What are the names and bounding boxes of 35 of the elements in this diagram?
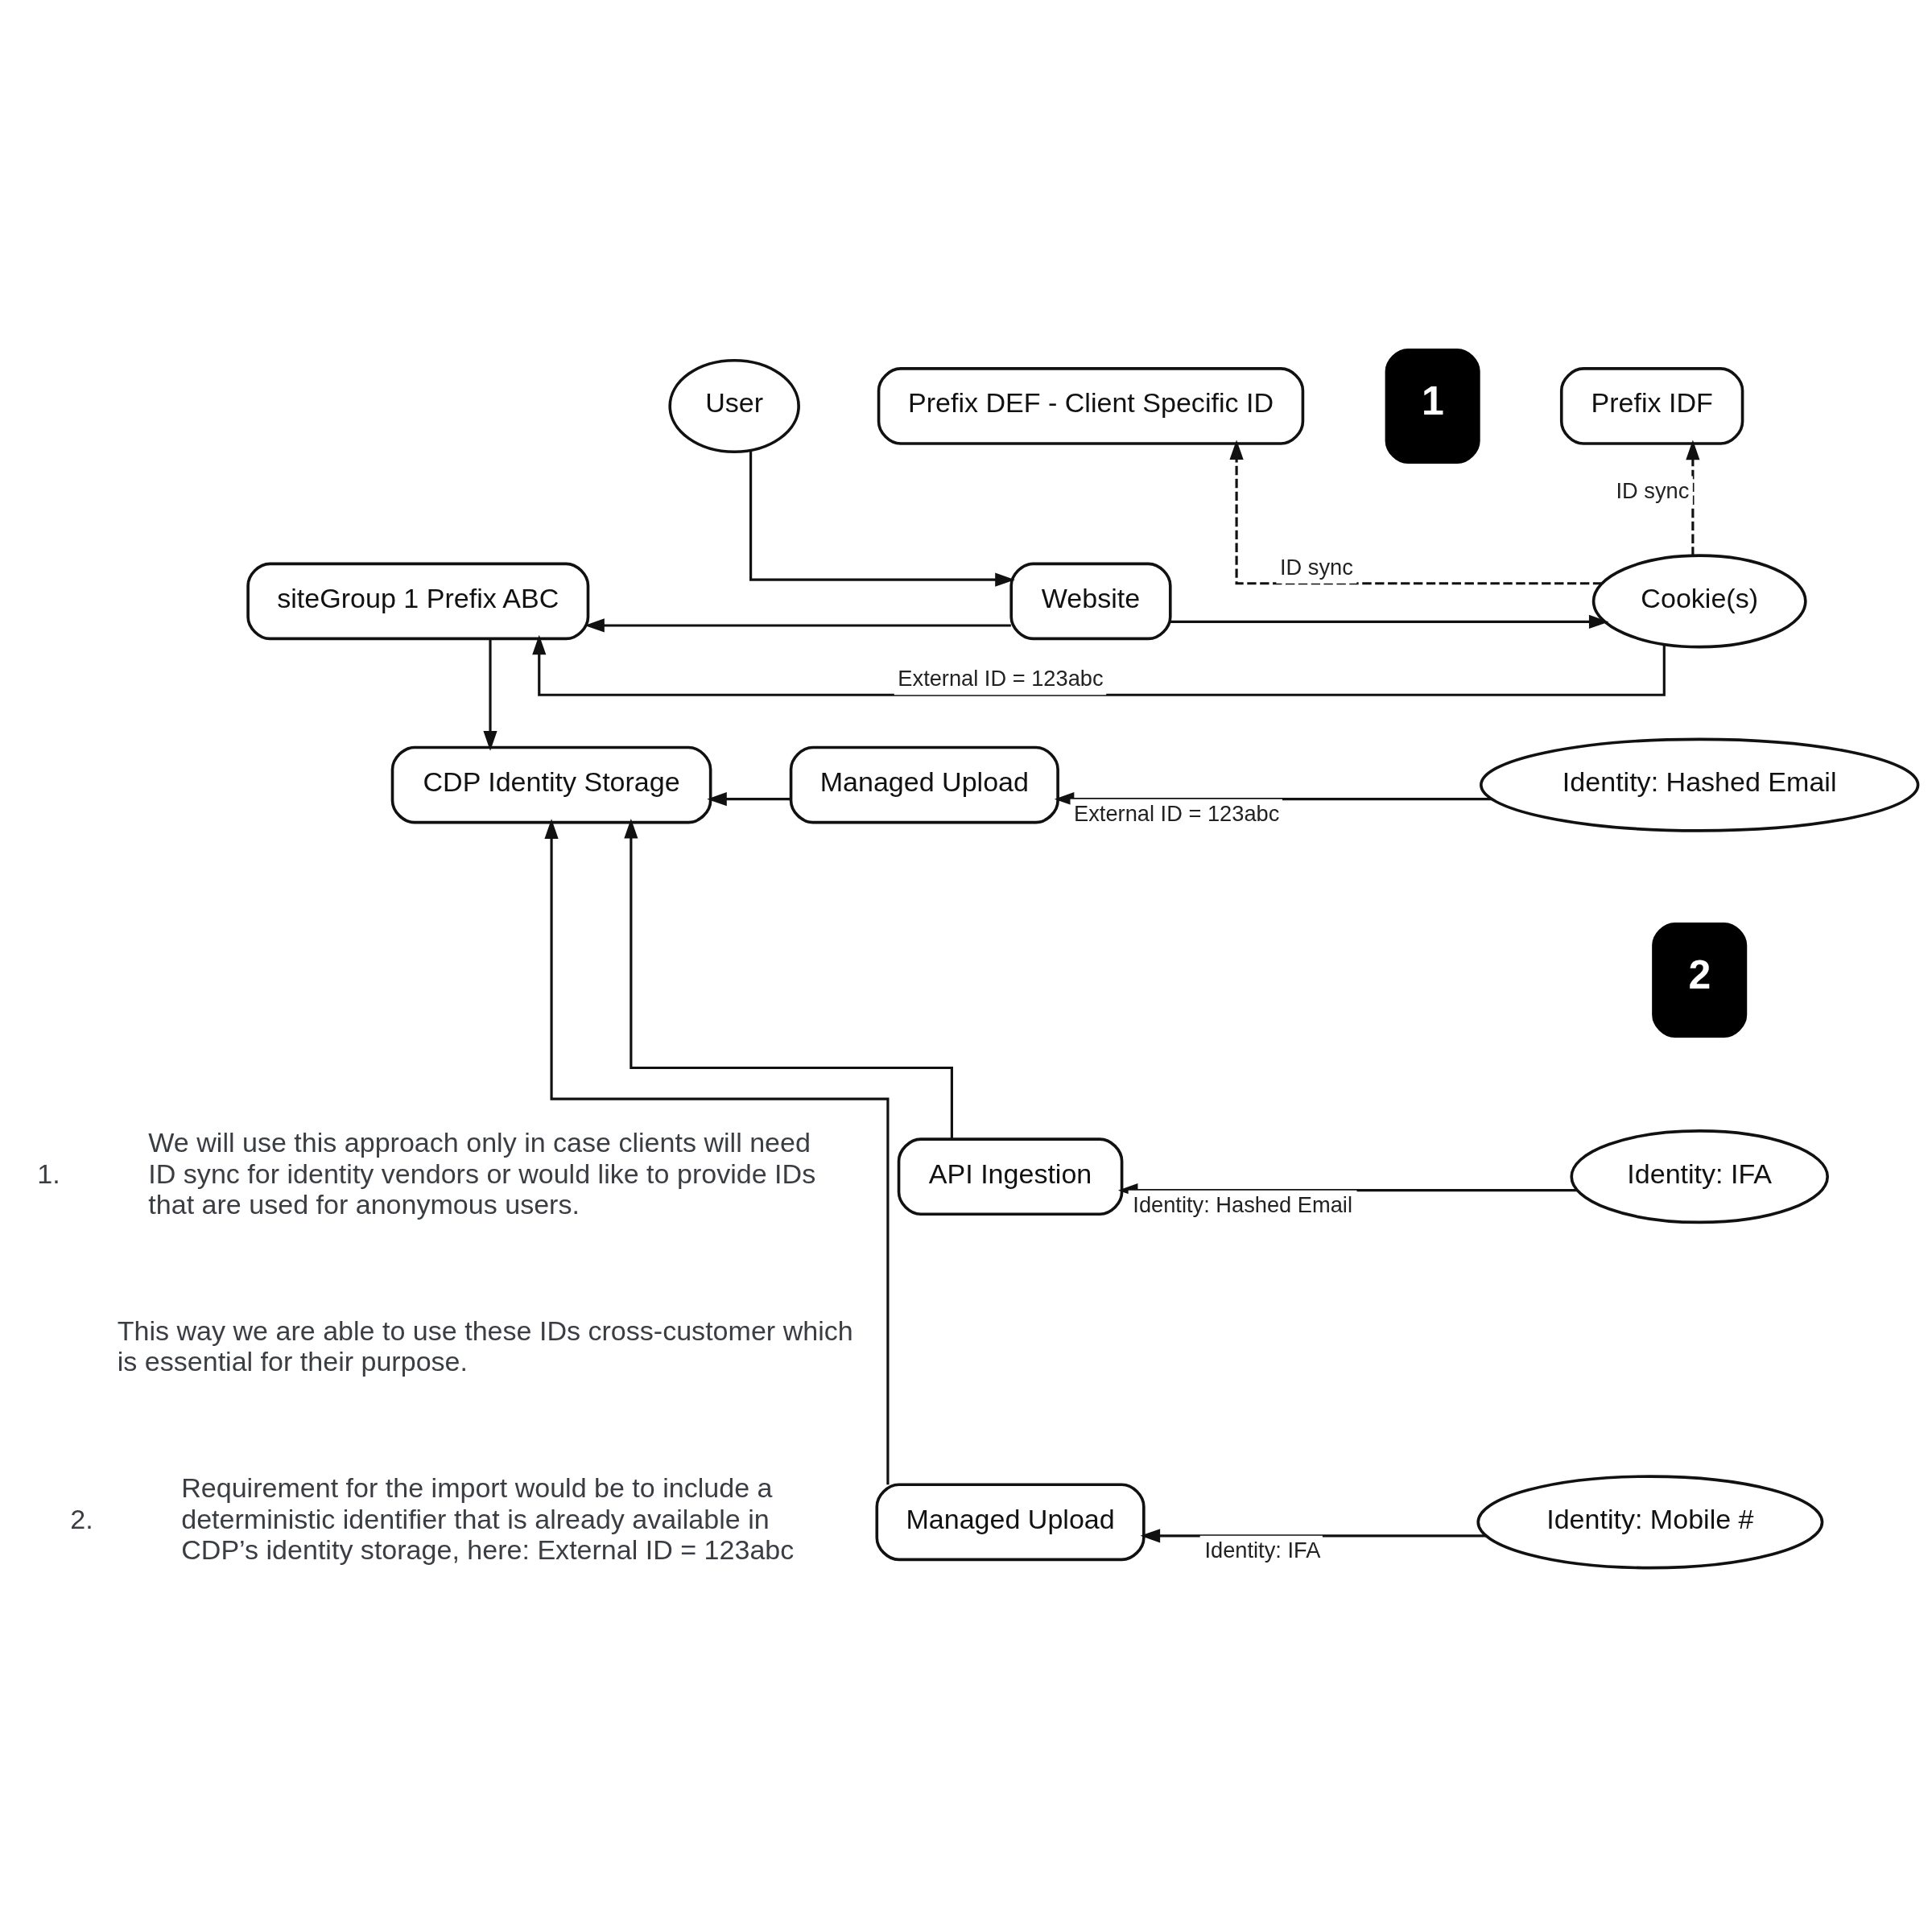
- node-box: Website: [1009, 562, 1172, 640]
- label: This way we are able to use these IDs cross-customer which is essential for their purpose.: [117, 1315, 853, 1377]
- node-ellipse: Identity: Hashed Email: [1480, 737, 1920, 832]
- label: Requirement for the import would be to include a deterministic identifier that is already available in CDP’s identity storage, here: External ID = 123abc: [181, 1472, 795, 1565]
- edge-label: Identity: IFA: [1204, 1537, 1321, 1563]
- node-ellipse: Identity: IFA: [1570, 1129, 1829, 1224]
- node-box: CDP Identity Storage: [390, 745, 712, 824]
- arrow: [584, 617, 1011, 633]
- arrow: [483, 638, 497, 751]
- edge-label: ID sync: [1616, 477, 1690, 503]
- node-box: Prefix IDF: [1559, 366, 1744, 445]
- label: 2.: [70, 1503, 93, 1534]
- node-ellipse: Identity: Mobile #: [1476, 1474, 1824, 1569]
- edge-label: Identity: Hashed Email: [1133, 1191, 1352, 1217]
- node-box: siteGroup 1 Prefix ABC: [246, 562, 590, 640]
- arrow: [1686, 440, 1700, 556]
- edge-label: External ID = 123abc: [898, 665, 1104, 691]
- node-box: Managed Upload: [875, 1482, 1146, 1561]
- arrow: [1140, 1528, 1487, 1542]
- edge-label: ID sync: [1279, 554, 1353, 580]
- arrow: [707, 791, 791, 806]
- node-box: API Ingestion: [897, 1137, 1124, 1216]
- label: We will use this approach only in case clients will need ID sync for identity vendors or would like to provide IDs that are used for anonymous users.: [148, 1126, 816, 1220]
- arrow: [544, 818, 890, 1484]
- arrow: [1170, 614, 1609, 629]
- arrow: [749, 449, 1015, 587]
- label: 1.: [37, 1158, 60, 1189]
- edge-label: External ID = 123abc: [1074, 800, 1280, 826]
- node-box: Prefix DEF - Client Specific ID: [877, 366, 1305, 445]
- label: 1: [1422, 378, 1444, 423]
- label: 2: [1688, 952, 1711, 997]
- arrow: [624, 818, 953, 1138]
- node-ellipse: Cookie(s): [1591, 553, 1807, 648]
- node-ellipse: User: [668, 358, 800, 453]
- node-box: Managed Upload: [789, 745, 1059, 824]
